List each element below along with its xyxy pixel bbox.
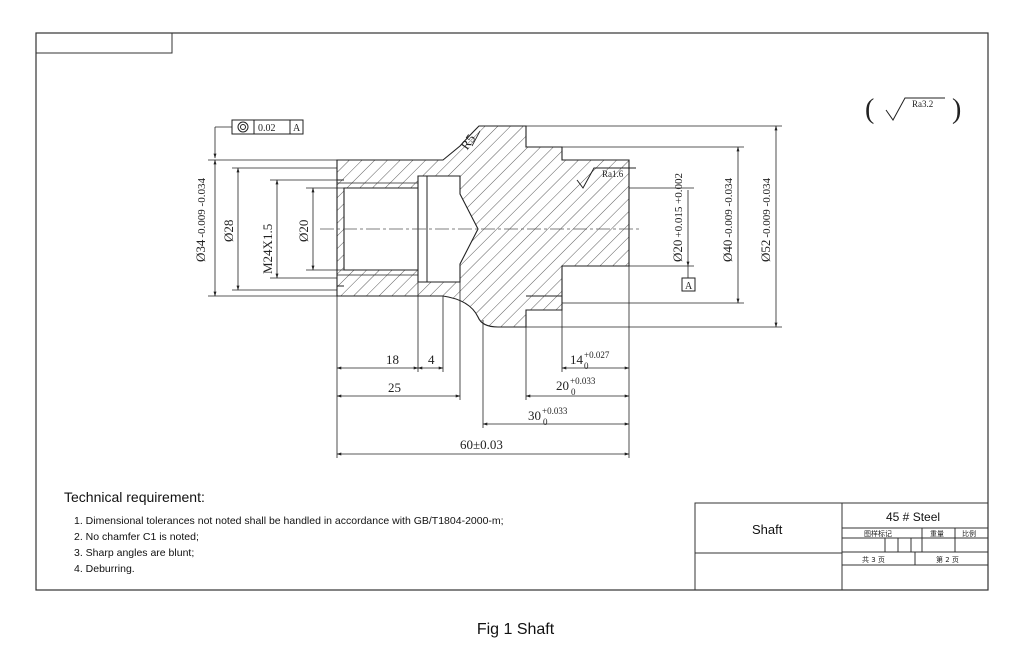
diameter-dims-left	[208, 159, 344, 297]
datum-a: A	[681, 190, 696, 292]
requirement-item: 1. Dimensional tolerances not noted shal…	[74, 515, 504, 527]
requirement-item: 3. Sharp angles are blunt;	[74, 547, 195, 559]
scale-label: 比例	[962, 529, 976, 538]
datum-label: A	[685, 281, 693, 292]
svg-text:(: (	[865, 94, 874, 125]
diameter-dims-right	[526, 125, 782, 328]
part-name: Shaft	[752, 522, 783, 537]
dim-d20-shaft: Ø20+0.015 +0.002	[670, 173, 685, 262]
tolerance-datum: A	[293, 123, 301, 134]
dim-l60: 60±0.03	[460, 437, 503, 452]
dim-d52: Ø52-0.009 -0.034	[758, 178, 773, 262]
requirements-title: Technical requirement:	[64, 489, 205, 505]
tolerance-frame: 0.02 A	[213, 119, 304, 159]
outline-steps	[337, 147, 563, 310]
roughness-bore: Ra1.6	[576, 167, 636, 189]
part-section	[320, 125, 640, 328]
length-dims	[336, 266, 630, 458]
svg-text:): )	[952, 94, 961, 125]
drawing-frame	[35, 32, 989, 591]
total-sheets: 共 3 页	[862, 555, 885, 564]
figure-caption: Fig 1 Shaft	[476, 621, 555, 638]
corner-box	[35, 32, 173, 54]
dim-thread: M24X1.5	[260, 224, 275, 274]
marks-label: 图样标记	[864, 529, 892, 538]
section-hatch	[336, 125, 630, 328]
radius-leader	[471, 130, 481, 147]
weight-label: 重量	[930, 530, 944, 538]
radius-label: R5	[457, 131, 478, 152]
roughness-bore-value: Ra1.6	[602, 169, 624, 179]
requirements-list: 1. Dimensional tolerances not noted shal…	[74, 513, 504, 577]
dim-d34: Ø34-0.009 -0.034	[193, 178, 208, 262]
requirement-item: 4. Deburring.	[74, 563, 135, 575]
material: 45 # Steel	[886, 510, 940, 524]
tolerance-value: 0.02	[258, 123, 276, 134]
dim-l4: 4	[428, 352, 435, 367]
requirement-item: 2. No chamfer C1 is noted;	[74, 531, 199, 543]
dim-l18: 18	[386, 352, 399, 367]
dim-d40: Ø40-0.009 -0.034	[720, 178, 735, 262]
title-block	[694, 502, 989, 591]
roughness-general-value: Ra3.2	[912, 99, 933, 109]
dim-d28: Ø28	[221, 220, 236, 242]
roughness-general: ( Ra3.2 )	[865, 94, 961, 125]
dim-l25: 25	[388, 380, 401, 395]
dim-d20-bore: Ø20	[296, 220, 311, 242]
sheet-number: 第 2 页	[936, 555, 959, 564]
